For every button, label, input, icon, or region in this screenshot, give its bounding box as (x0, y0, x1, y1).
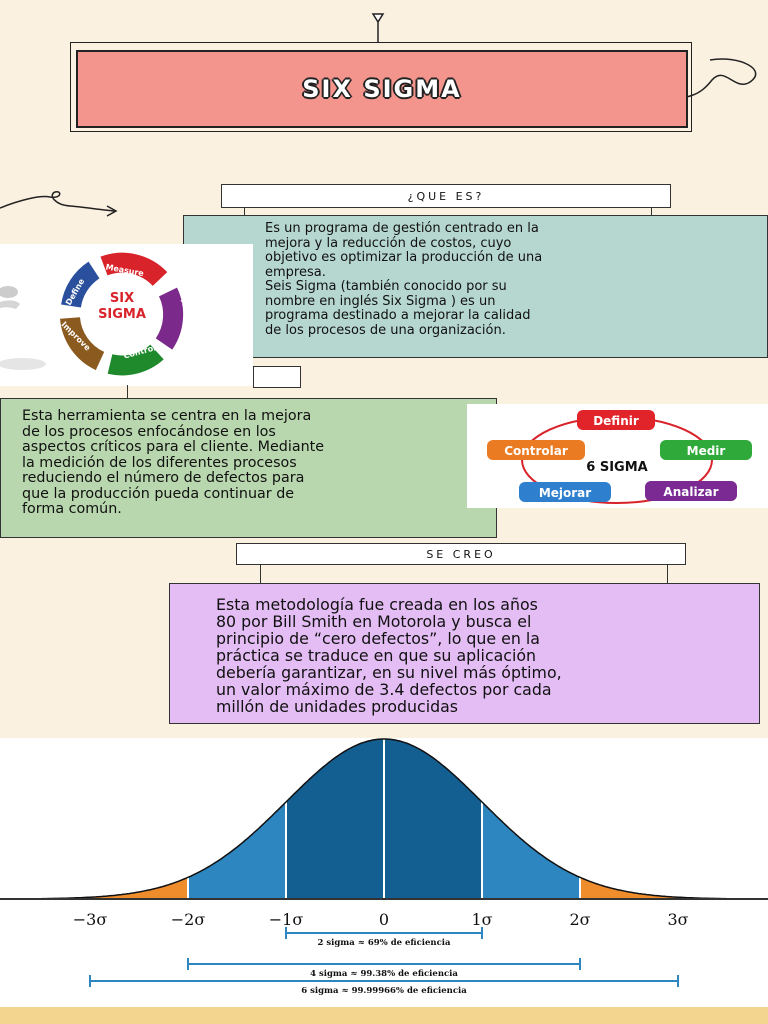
se-creo-panel (169, 583, 760, 724)
title-frame (70, 42, 692, 132)
cycle-step-definir: Definir (593, 414, 639, 428)
page-title: SIX SIGMA (302, 75, 462, 103)
que-es-heading: ¿QUE ES? (221, 184, 671, 208)
connector (127, 385, 129, 399)
cycle-center-label: 6 SIGMA (586, 460, 647, 475)
tick-label: −3σ (73, 910, 108, 929)
range-label: 4 sigma ≈ 99.38% de eficiencia (310, 969, 458, 979)
blank-heading (253, 366, 301, 388)
cycle-step-bg (577, 410, 655, 430)
herramienta-text: Esta herramienta se centra en la mejora … (22, 408, 325, 517)
bottom-strip (0, 1007, 768, 1024)
bell-curve-figure: −3σ −2σ −1σ 0 1σ 2σ 3σ 2 sigma ≈ 69% de eficien… (0, 738, 768, 1008)
cycle-step-bg (660, 440, 752, 460)
top-pin-icon (371, 13, 385, 42)
control-segment (107, 344, 164, 376)
range-label: 2 sigma ≈ 69% de eficiencia (317, 938, 451, 948)
right-squiggle-arrow (651, 58, 757, 100)
bell-outline (1, 738, 765, 900)
left-squiggle-arrow (0, 190, 116, 212)
tick-label: −2σ (171, 910, 206, 929)
decorative-arrows (0, 13, 757, 217)
cycle-step-bg (645, 481, 737, 501)
improve-segment (60, 316, 105, 371)
connector (260, 565, 668, 583)
connector (244, 208, 652, 216)
cycle-step-controlar: Controlar (504, 444, 568, 458)
tick-label: 2σ (569, 910, 590, 929)
se-creo-text: Esta metodología fue creada en los años … (216, 595, 562, 716)
cycle-step-mejorar: Mejorar (539, 486, 591, 500)
six-sigma-wheel-image: Measure Analyze Control Improve Define S… (0, 244, 253, 386)
que-es-text: Es un programa de gestión centrado en la… (265, 221, 543, 338)
cycle-step-analizar: Analizar (663, 485, 718, 499)
range-label: 6 sigma ≈ 99.99966% de eficiencia (301, 986, 467, 996)
tick-label: 1σ (471, 910, 492, 929)
wheel-center-line2: SIGMA (98, 307, 146, 322)
measure-segment (100, 252, 168, 287)
person-figure-icon (0, 286, 18, 298)
define-segment (61, 261, 100, 308)
herramienta-panel (0, 398, 497, 538)
analyze-segment (155, 287, 184, 350)
cycle-step-medir: Medir (687, 444, 726, 458)
wheel-center-line1: SIX (110, 291, 134, 306)
se-creo-heading: SE CREO (236, 543, 686, 565)
tick-label: 0 (379, 910, 389, 929)
six-sigma-cycle-image: Definir Medir Analizar Mejorar Controlar… (467, 404, 768, 508)
cycle-step-bg (519, 482, 611, 502)
cycle-step-bg (487, 440, 585, 460)
bell-tail-left (1, 877, 188, 899)
bell-tail-right (580, 877, 767, 899)
title-banner: SIX SIGMA (76, 50, 688, 128)
tick-label: −1σ (269, 910, 304, 929)
tick-label: 3σ (667, 910, 688, 929)
